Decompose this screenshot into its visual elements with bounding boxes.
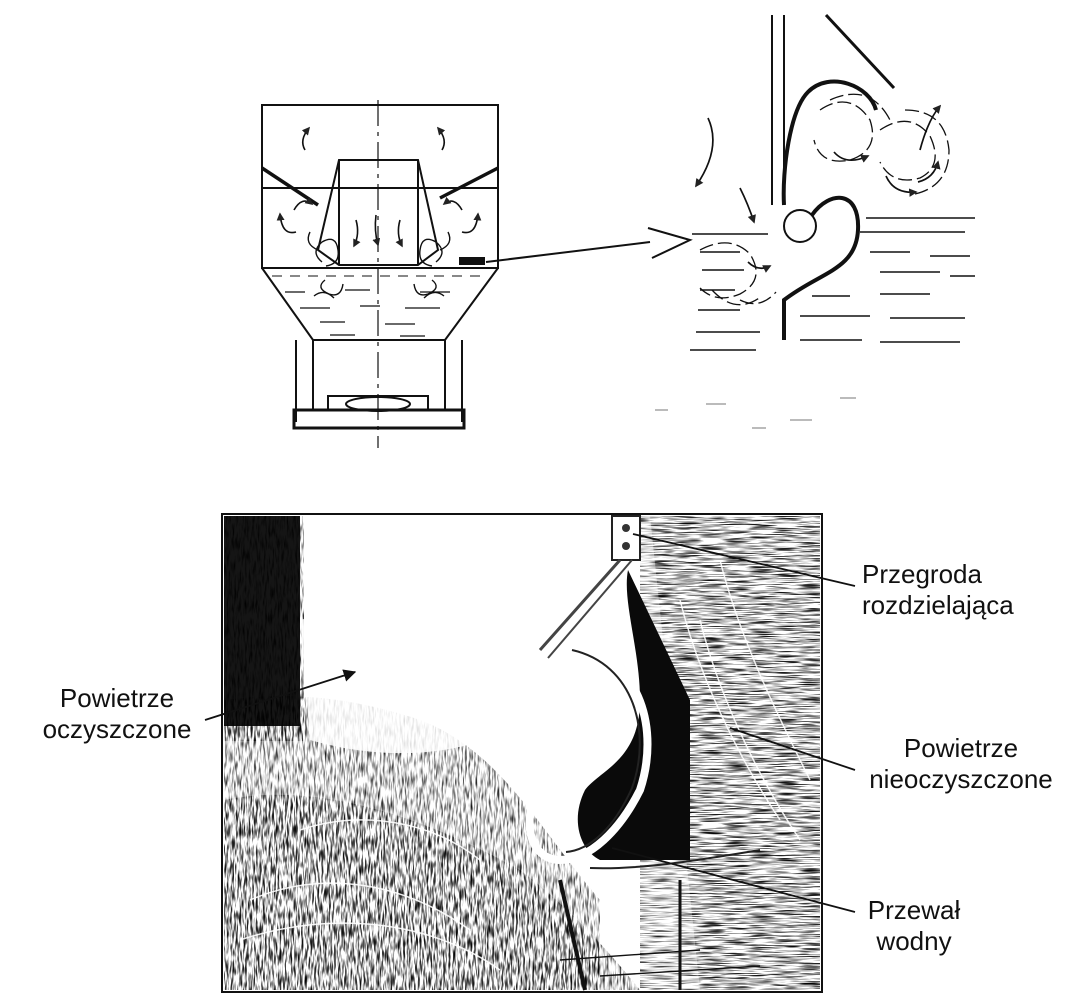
detail-pointer-arrow xyxy=(486,228,690,262)
weir-photograph xyxy=(222,514,822,992)
label-partition: Przegroda rozdzielająca xyxy=(862,559,1014,621)
label-clean-air: Powietrze oczyszczone xyxy=(28,683,206,745)
tank-schematic xyxy=(262,100,498,448)
label-weir: Przewał wodny xyxy=(852,895,976,957)
label-dirty-air: Powietrze nieoczyszczone xyxy=(856,733,1066,795)
weir-detail-sketch xyxy=(655,15,975,428)
